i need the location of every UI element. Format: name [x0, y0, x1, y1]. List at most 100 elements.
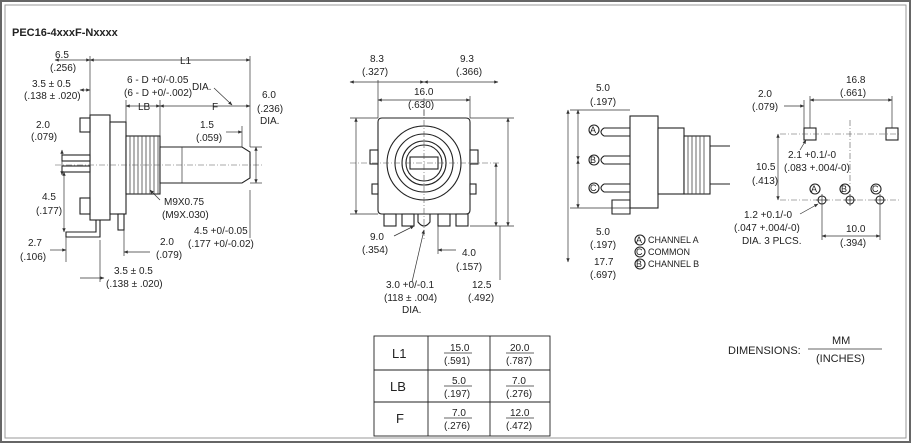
table-row-label: F [396, 411, 404, 426]
legend-pin-a: A [636, 235, 642, 245]
dim-text: 6.5 [55, 50, 69, 61]
dim-text: (.138 ± .020) [106, 279, 163, 290]
dimensions-label: DIMENSIONS: [728, 345, 801, 357]
dim-text: 4.5 [42, 192, 56, 203]
side-view: 6.5 (.256) L1 3.5 ± 0.5 (.138 ± .020) 2.… [20, 50, 283, 290]
pin-label: B [590, 155, 596, 165]
table-cell: 7.0 [452, 408, 466, 419]
dim-text: 10.0 [846, 224, 866, 235]
legend-channel-b: CHANNEL B [648, 259, 699, 269]
dim-text: 6.0 [262, 90, 276, 101]
pin-label: C [590, 183, 597, 193]
dim-text: (.047 +.004/-0) [734, 223, 800, 234]
dim-text: 8.3 [370, 54, 384, 65]
unit-mm: MM [832, 335, 850, 347]
table-cell: (.472) [506, 421, 532, 432]
dim-text: 2.0 [36, 120, 50, 131]
pin-label: B [841, 184, 847, 194]
pin-label: A [811, 184, 817, 194]
legend-pin-b: B [636, 259, 642, 269]
dim-text: (.697) [590, 270, 616, 281]
dim-text: (6 - D +0/-.002) [124, 88, 192, 99]
dim-text: (.394) [840, 238, 866, 249]
pin-label: A [590, 125, 596, 135]
dim-text: (.197) [590, 240, 616, 251]
dim-text: 5.0 [596, 83, 610, 94]
dim-text: (118 ± .004) [384, 293, 437, 304]
dim-text: 17.7 [594, 257, 614, 268]
dim-text: (.197) [590, 97, 616, 108]
dim-text: (.327) [362, 67, 388, 78]
dim-text: (.177) [36, 206, 62, 217]
dim-text: 16.8 [846, 75, 866, 86]
dim-text: (.630) [408, 100, 434, 111]
dimensions-note: DIMENSIONS: MM (INCHES) [728, 335, 882, 365]
dimension-table: L1 15.0 (.591) 20.0 (.787) LB 5.0 (.197)… [373, 335, 551, 437]
dim-text: (.083 +.004/-0) [784, 163, 850, 174]
table-row: L1 15.0 (.591) 20.0 (.787) [392, 343, 534, 367]
dim-text: 9.0 [370, 232, 384, 243]
dim-text: 4.5 +0/-0.05 [194, 226, 248, 237]
pin-view: A B C 5.0 (.197) 5.0 (.197) 17.7 (.697) … [566, 83, 730, 281]
table-cell: 12.0 [510, 408, 530, 419]
dim-text: 3.5 ± 0.5 [114, 266, 153, 277]
dim-text: (.059) [196, 133, 222, 144]
table-cell: (.591) [444, 356, 470, 367]
table-row: F 7.0 (.276) 12.0 (.472) [396, 408, 534, 432]
dim-text: M9X0.75 [164, 197, 204, 208]
part-number-title: PEC16-4xxxF-Nxxxx [12, 27, 119, 39]
dim-text: (.661) [840, 88, 866, 99]
dim-text: L1 [180, 56, 192, 67]
table-cell: 15.0 [450, 343, 470, 354]
dim-text: 1.5 [200, 120, 214, 131]
dim-text: DIA. [402, 305, 421, 316]
table-cell: (.276) [444, 421, 470, 432]
dim-text: (.106) [20, 252, 46, 263]
dim-text: DIA. [192, 82, 211, 93]
table-cell: (.787) [506, 356, 532, 367]
dim-text: (.413) [752, 176, 778, 187]
dim-text: (.256) [50, 63, 76, 74]
dim-text: 9.3 [460, 54, 474, 65]
dim-text: 16.0 [414, 87, 434, 98]
dim-text: (.236) [257, 104, 283, 115]
dim-text: 2.0 [758, 89, 772, 100]
table-cell: 20.0 [510, 343, 530, 354]
table-row: LB 5.0 (.197) 7.0 (.276) [390, 376, 534, 400]
dim-text: (.177 +0/-0.02) [188, 239, 254, 250]
dim-text: F [212, 102, 218, 113]
dim-text: 1.2 +0.1/-0 [744, 210, 793, 221]
table-cell: (.276) [506, 389, 532, 400]
dim-text: 2.1 +0.1/-0 [788, 150, 837, 161]
pin-label: C [872, 184, 879, 194]
dim-text: DIA. [260, 116, 279, 127]
table-cell: (.197) [444, 389, 470, 400]
table-row-label: LB [390, 379, 406, 394]
table-cell: 7.0 [512, 376, 526, 387]
dim-text: 12.5 [472, 280, 492, 291]
dim-text: (.366) [456, 67, 482, 78]
dim-text: 4.0 [462, 248, 476, 259]
legend-common: COMMON [648, 247, 690, 257]
dim-text: 3.0 +0/-0.1 [386, 280, 435, 291]
table-row-label: L1 [392, 346, 406, 361]
table-cell: 5.0 [452, 376, 466, 387]
dim-text: 10.5 [756, 162, 776, 173]
legend-pin-c: C [636, 247, 643, 257]
unit-inches: (INCHES) [816, 353, 865, 365]
dim-text: (M9X.030) [162, 210, 209, 221]
dim-text: (.079) [31, 132, 57, 143]
pcb-view: A B C 16.8 (.661) 2.0 (.079) 2.1 +0.1/-0… [734, 75, 900, 249]
dim-text: 2.0 [160, 237, 174, 248]
dim-text: (.079) [156, 250, 182, 261]
dim-text: LB [138, 102, 151, 113]
dim-text: 3.5 ± 0.5 [32, 79, 71, 90]
legend-channel-a: CHANNEL A [648, 235, 699, 245]
dim-text: (.138 ± .020) [24, 91, 81, 102]
dim-text: (.157) [456, 262, 482, 273]
dim-text: DIA. 3 PLCS. [742, 236, 801, 247]
dim-text: (.354) [362, 245, 388, 256]
dim-text: 5.0 [596, 227, 610, 238]
dim-text: (.492) [468, 293, 494, 304]
